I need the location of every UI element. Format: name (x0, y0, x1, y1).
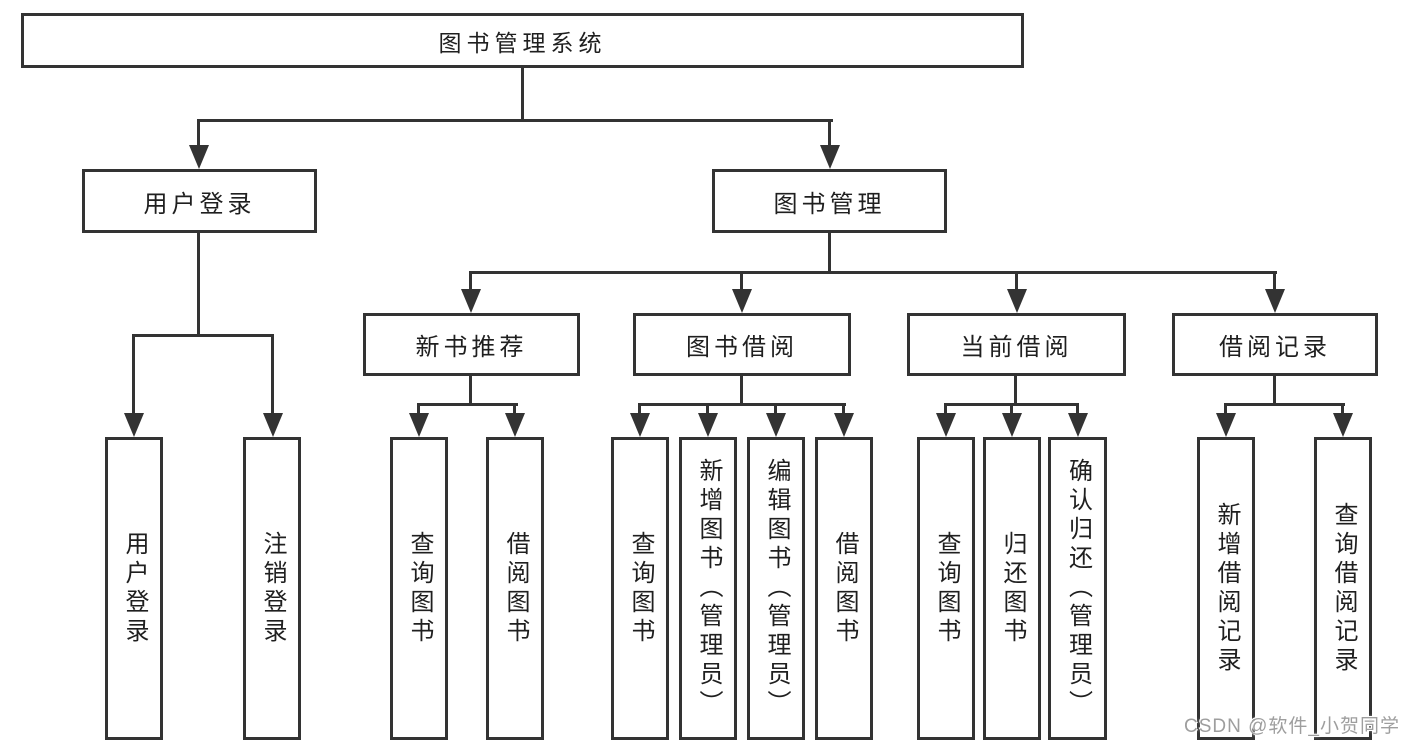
leaf-borrow-books-recommend: 借阅图书 (486, 437, 544, 740)
arrow-down-icon (1265, 289, 1285, 313)
connector-stem (828, 231, 831, 274)
leaf-query-borrow-record: 查询借阅记录 (1314, 437, 1372, 740)
leaf-query-borrow-record-label: 查询借阅记录 (1330, 501, 1357, 676)
connector-drop (513, 403, 516, 417)
node-book-borrow: 图书借阅 (633, 313, 851, 376)
leaf-add-book-admin: 新增图书（管理员） (679, 437, 737, 740)
connector-drop (740, 271, 743, 295)
connector-drop (1076, 403, 1079, 417)
leaf-query-books-recommend: 查询图书 (390, 437, 448, 740)
leaf-add-borrow-record-label: 新增借阅记录 (1213, 501, 1240, 676)
node-borrow-records-label: 借阅记录 (1219, 334, 1331, 361)
arrow-down-icon (1007, 289, 1027, 313)
connector-stem (197, 231, 200, 337)
connector-drop (469, 271, 472, 295)
arrow-down-icon (1002, 413, 1022, 437)
connector-bar (638, 403, 846, 406)
leaf-confirm-return-admin: 确认归还（管理员） (1048, 437, 1107, 740)
leaf-add-book-admin-label: 新增图书（管理员） (695, 458, 722, 719)
leaf-edit-book-admin: 编辑图书（管理员） (747, 437, 805, 740)
leaf-borrow-books-label: 借阅图书 (831, 530, 858, 647)
leaf-user-login: 用户登录 (105, 437, 163, 740)
connector-bar (1224, 403, 1345, 406)
node-library-management-system: 图书管理系统 (21, 13, 1024, 68)
connector-bar (132, 334, 274, 337)
leaf-query-books-current-label: 查询图书 (933, 530, 960, 647)
leaf-query-books-borrow-label: 查询图书 (627, 530, 654, 647)
arrow-down-icon (461, 289, 481, 313)
node-library-management-system-label: 图书管理系统 (438, 29, 607, 56)
connector-stem (1014, 374, 1017, 406)
arrow-down-icon (263, 413, 283, 437)
connector-drop (638, 403, 641, 417)
leaf-user-login-label: 用户登录 (121, 530, 148, 647)
leaf-logout: 注销登录 (243, 437, 301, 740)
connector-drop (1273, 271, 1276, 295)
connector-drop (271, 334, 274, 419)
leaf-return-book: 归还图书 (983, 437, 1041, 740)
connector-drop (1010, 403, 1013, 417)
node-book-management-label: 图书管理 (773, 190, 886, 218)
arrow-down-icon (1333, 413, 1353, 437)
leaf-confirm-return-admin-label: 确认归还（管理员） (1064, 458, 1092, 719)
connector-drop (1224, 403, 1227, 417)
leaf-edit-book-admin-label: 编辑图书（管理员） (763, 458, 790, 719)
connector-stem (740, 374, 743, 406)
connector-stem (521, 66, 524, 122)
connector-drop (774, 403, 777, 417)
arrow-down-icon (766, 413, 786, 437)
node-current-borrow-label: 当前借阅 (960, 334, 1073, 361)
node-current-borrow: 当前借阅 (907, 313, 1126, 376)
connector-drop (197, 119, 200, 151)
node-new-book-recommend-label: 新书推荐 (415, 334, 528, 361)
leaf-query-books-borrow: 查询图书 (611, 437, 669, 740)
arrow-down-icon (409, 413, 429, 437)
connector-drop (417, 403, 420, 417)
connector-drop (944, 403, 947, 417)
connector-stem (469, 374, 472, 406)
node-user-login-label: 用户登录 (143, 190, 256, 218)
leaf-borrow-books-recommend-label: 借阅图书 (502, 530, 529, 647)
connector-drop (1015, 271, 1018, 295)
leaf-return-book-label: 归还图书 (999, 530, 1026, 647)
arrow-down-icon (630, 413, 650, 437)
node-book-borrow-label: 图书借阅 (686, 334, 798, 361)
connector-drop (828, 119, 831, 151)
arrow-down-icon (189, 145, 209, 169)
arrow-down-icon (124, 413, 144, 437)
node-user-login: 用户登录 (82, 169, 317, 233)
node-book-management: 图书管理 (712, 169, 947, 233)
leaf-add-borrow-record: 新增借阅记录 (1197, 437, 1255, 740)
leaf-borrow-books: 借阅图书 (815, 437, 873, 740)
csdn-watermark: CSDN @软件_小贺同学 (1184, 716, 1400, 737)
arrow-down-icon (820, 145, 840, 169)
node-borrow-records: 借阅记录 (1172, 313, 1378, 376)
arrow-down-icon (732, 289, 752, 313)
connector-drop (706, 403, 709, 417)
connector-bar (197, 119, 833, 122)
connector-drop (1341, 403, 1344, 417)
connector-stem (1273, 374, 1276, 406)
leaf-query-books-current: 查询图书 (917, 437, 975, 740)
arrow-down-icon (505, 413, 525, 437)
arrow-down-icon (834, 413, 854, 437)
connector-bar (469, 271, 1277, 274)
connector-bar (417, 403, 518, 406)
arrow-down-icon (698, 413, 718, 437)
leaf-logout-label: 注销登录 (259, 530, 286, 647)
connector-drop (842, 403, 845, 417)
arrow-down-icon (1216, 413, 1236, 437)
arrow-down-icon (936, 413, 956, 437)
arrow-down-icon (1068, 413, 1088, 437)
leaf-query-books-recommend-label: 查询图书 (406, 530, 433, 647)
node-new-book-recommend: 新书推荐 (363, 313, 580, 376)
connector-drop (132, 334, 135, 419)
